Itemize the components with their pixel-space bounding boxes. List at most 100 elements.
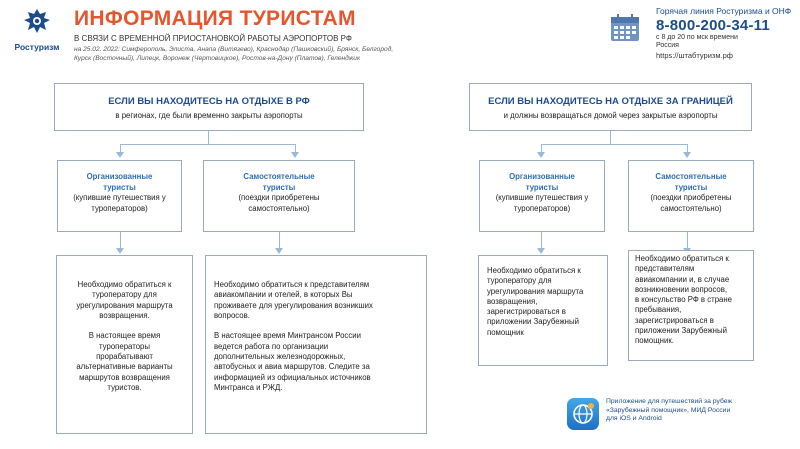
- instruction-line: Минтранса и РЖД.: [214, 382, 283, 392]
- category-note: самостоятельно): [248, 203, 310, 213]
- category-note: (купившие путешествия у: [495, 193, 589, 202]
- right-top-subtext: и должны возвращаться домой через закрыт…: [503, 111, 718, 120]
- instruction-line: приложении Зарубежный: [487, 317, 579, 327]
- logo-text: Ростуризм: [14, 42, 60, 52]
- hotline-hours: с 8 до 20 по мск времени Россия: [656, 34, 738, 50]
- instruction-line: возвращения,: [487, 296, 538, 306]
- instruction-line: возникновении вопросов,: [635, 284, 728, 294]
- connector-arrow: [537, 152, 545, 158]
- left-top-heading: ЕСЛИ ВЫ НАХОДИТЕСЬ НА ОТДЫХЕ В РФ: [108, 96, 310, 107]
- category-note: (купившие путешествия у: [73, 193, 166, 202]
- instruction-line: Необходимо обратиться к: [77, 280, 172, 289]
- instruction-line: информацией из официальных источников: [214, 372, 371, 382]
- app-globe-icon[interactable]: [567, 398, 599, 430]
- app-description-line: Приложение для путешествий за рубеж: [606, 398, 733, 405]
- right-independent-box: Самостоятельные туристы (поездки приобре…: [628, 160, 754, 232]
- instruction-line: прорабатывают: [96, 352, 153, 362]
- connector-arrow: [116, 152, 124, 158]
- rosturizm-logo: Ростуризм: [10, 6, 64, 52]
- connector-arrow: [291, 152, 299, 158]
- instruction-line: В настоящее время: [88, 331, 161, 341]
- category-title: туристы: [262, 182, 296, 192]
- instruction-line: [65, 321, 184, 331]
- category-title: Самостоятельные: [243, 172, 315, 181]
- instruction-line: пребывания,: [635, 305, 682, 315]
- airport-list: на 25.02. 2022: Симферополь, Элиста, Ана…: [74, 45, 454, 63]
- connector-line: [610, 131, 611, 144]
- hotline-phone[interactable]: 8-800-200-34-11: [656, 17, 770, 34]
- instruction-line: помощник.: [635, 336, 674, 346]
- category-title: Самостоятельные: [655, 172, 727, 181]
- instruction-line: зарегистрироваться в: [487, 307, 566, 317]
- instruction-line: маршрутов возвращения: [79, 372, 170, 382]
- connector-line: [120, 232, 121, 249]
- app-description-line: «Зарубежный помощник», МИД России: [606, 406, 731, 414]
- hotline-hours-line: с 8 до 20 по мск времени: [656, 34, 738, 41]
- category-note: туроператоров): [513, 203, 571, 213]
- instruction-line: в консульство РФ в стране: [635, 295, 733, 305]
- instruction-line: приложении Зарубежный: [635, 326, 727, 336]
- instruction-line: авиакомпании и, в случае: [635, 274, 730, 284]
- instruction-line: авиакомпании и отелей, в которых Вы: [214, 290, 353, 300]
- globe-icon: [573, 403, 594, 424]
- left-top-box: ЕСЛИ ВЫ НАХОДИТЕСЬ НА ОТДЫХЕ В РФ в реги…: [54, 83, 364, 131]
- connector-arrow: [683, 152, 691, 158]
- instruction-line: зарегистрироваться в: [635, 315, 714, 325]
- category-title: туристы: [525, 182, 559, 192]
- category-note: туроператоров): [91, 203, 148, 213]
- instruction-line: урегулирования маршрута: [487, 286, 584, 296]
- connector-line: [541, 144, 687, 145]
- left-top-subtext: в регионах, где были временно закрыты аэ…: [115, 111, 303, 120]
- category-title: туристы: [674, 182, 708, 192]
- connector-arrow: [116, 248, 124, 254]
- connector-line: [208, 131, 209, 144]
- hotline-site-link[interactable]: https://штабтуризм.рф: [656, 51, 733, 60]
- instruction-line: туристов.: [107, 382, 142, 392]
- connector-arrow: [275, 248, 283, 254]
- app-description-line: для iOS и Android: [606, 415, 662, 422]
- connector-arrow: [537, 248, 545, 254]
- connector-line: [541, 144, 542, 153]
- category-note: (поездки приобретены: [650, 193, 732, 202]
- left-independent-box: Самостоятельные туристы (поездки приобре…: [203, 160, 355, 232]
- instruction-line: помощник: [487, 327, 524, 337]
- instruction-line: Необходимо обратиться к: [487, 266, 581, 275]
- instruction-line: вопросов.: [214, 310, 250, 320]
- category-note: (поездки приобретены: [238, 193, 320, 202]
- instruction-line: автобусных и авиа маршрутов. Следите за: [214, 362, 370, 372]
- instruction-line: представителям: [635, 264, 695, 274]
- calendar-icon: [611, 14, 639, 41]
- hotline-hours-line: Россия: [656, 42, 679, 49]
- page-title: ИНФОРМАЦИЯ ТУРИСТАМ: [74, 7, 356, 30]
- right-organized-box: Организованные туристы (купившие путешес…: [479, 160, 605, 232]
- instruction-line: проживаете для урегулирования возникших: [214, 300, 373, 310]
- instruction-line: урегулирования маршрута: [76, 300, 173, 310]
- right-top-box: ЕСЛИ ВЫ НАХОДИТЕСЬ НА ОТДЫХЕ ЗА ГРАНИЦЕЙ…: [469, 83, 752, 131]
- category-title: туристы: [103, 182, 136, 192]
- right-top-heading: ЕСЛИ ВЫ НАХОДИТЕСЬ НА ОТДЫХЕ ЗА ГРАНИЦЕЙ: [488, 96, 733, 107]
- instruction-line: возвращения.: [99, 310, 150, 320]
- instruction-line: дополнительных железнодорожных,: [214, 352, 346, 362]
- app-description: Приложение для путешествий за рубеж «Зар…: [606, 398, 786, 424]
- instruction-line: В настоящее время Минтрансом России: [214, 331, 361, 341]
- instruction-line: туроператору для: [92, 290, 157, 300]
- connector-line: [295, 144, 296, 153]
- category-title: Организованные: [509, 172, 575, 181]
- eagle-emblem-icon: [24, 9, 50, 33]
- connector-line: [687, 144, 688, 153]
- instruction-line: [214, 321, 418, 331]
- category-note: самостоятельно): [660, 203, 722, 213]
- instruction-line: ведется работа по организации: [214, 341, 329, 351]
- connector-line: [120, 144, 121, 153]
- instruction-line: туроператору для: [487, 276, 552, 286]
- airport-list-line: на 25.02. 2022: Симферополь, Элиста, Ана…: [74, 46, 394, 53]
- airport-list-line: Курск (Восточный), Липецк, Воронеж (Черт…: [74, 55, 361, 62]
- hotline-title: Горячая линия Ростуризма и ОНФ: [656, 6, 792, 16]
- instruction-line: Необходимо обратиться к представителям: [214, 280, 370, 289]
- connector-line: [687, 232, 688, 249]
- instruction-line: альтернативные варианты: [76, 362, 173, 372]
